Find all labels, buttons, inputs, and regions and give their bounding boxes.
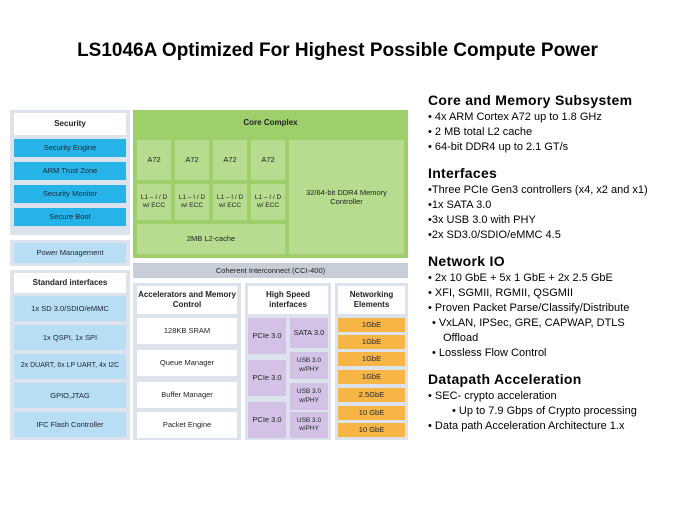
- packet-engine-block: Packet Engine: [137, 412, 237, 438]
- security-monitor-block: Security Monitor: [14, 185, 126, 203]
- gbe-10-block-2: 10 GbE: [338, 423, 405, 437]
- section-network-io: Network IO • 2x 10 GbE + 5x 1 GbE + 2x 2…: [428, 253, 673, 361]
- sd-sdio-emmc-block: 1x SD 3.0/SDIO/eMMC: [14, 296, 126, 321]
- queue-manager-block: Queue Manager: [137, 350, 237, 376]
- sub-bullet: • Up to 7.9 Gbps of Crypto processing: [452, 405, 637, 417]
- core-complex-header: Core Complex: [243, 118, 298, 128]
- l1-cache-4: L1 – I / D w/ ECC: [251, 184, 285, 220]
- sub-bullet: • Lossless Flow Control: [432, 347, 547, 359]
- security-header: Security: [14, 113, 126, 135]
- gbe-block-2: 1GbE: [338, 335, 405, 349]
- section-core-memory: Core and Memory Subsystem • 4x ARM Corte…: [428, 92, 673, 155]
- bullet: • 64-bit DDR4 up to 2.1 GT/s: [428, 141, 569, 153]
- bullet: •3x USB 3.0 with PHY: [428, 214, 536, 226]
- core-a72-1: A72: [137, 140, 171, 180]
- gbe-block-3: 1GbE: [338, 352, 405, 366]
- memory-controller-block: 32/64-bit DDR4 Memory Controller: [289, 140, 404, 254]
- bullet: •2x SD3.0/SDIO/eMMC 4.5: [428, 229, 561, 241]
- standard-interfaces-header: Standard interfaces: [14, 273, 126, 293]
- buffer-manager-block: Buffer Manager: [137, 382, 237, 408]
- pcie-block-1: PCIe 3.0: [248, 318, 286, 354]
- section-title: Interfaces: [428, 165, 498, 181]
- section-title: Network IO: [428, 253, 505, 269]
- gbe-2-5-block: 2.5GbE: [338, 388, 405, 402]
- l1-cache-1: L1 – I / D w/ ECC: [137, 184, 171, 220]
- sub-bullet-continuation: Offload: [443, 332, 479, 344]
- security-engine-block: Security Engine: [14, 139, 126, 157]
- section-interfaces: Interfaces •Three PCIe Gen3 controllers …: [428, 165, 673, 243]
- core-a72-3: A72: [213, 140, 247, 180]
- arm-trust-zone-block: ARM Trust Zone: [14, 162, 126, 180]
- bullet: • 2x 10 GbE + 5x 1 GbE + 2x 2.5 GbE: [428, 272, 613, 284]
- bullet: • XFI, SGMII, RGMII, QSGMII: [428, 287, 574, 299]
- gbe-block-1: 1GbE: [338, 318, 405, 332]
- qspi-spi-block: 1x QSPI, 1x SPI: [14, 325, 126, 350]
- bullet: • SEC- crypto acceleration: [428, 390, 557, 402]
- coherent-interconnect-bar: Coherent Interconnect (CCI-400): [133, 263, 408, 278]
- usb-block-3: USB 3.0 w/PHY: [290, 412, 328, 438]
- pcie-block-2: PCIe 3.0: [248, 360, 286, 396]
- ifc-flash-block: IFC Flash Controller: [14, 412, 126, 437]
- power-management-block: Power Management: [14, 243, 126, 263]
- pcie-block-3: PCIe 3.0: [248, 402, 286, 438]
- bullet: • Data path Acceleration Architecture 1.…: [428, 420, 625, 432]
- usb-block-1: USB 3.0 w/PHY: [290, 352, 328, 379]
- l1-cache-3: L1 – I / D w/ ECC: [213, 184, 247, 220]
- bullet: • 2 MB total L2 cache: [428, 126, 533, 138]
- networking-header: Networking Elements: [338, 286, 405, 314]
- usb-block-2: USB 3.0 w/PHY: [290, 383, 328, 410]
- l1-cache-2: L1 – I / D w/ ECC: [175, 184, 209, 220]
- sram-block: 128KB SRAM: [137, 318, 237, 344]
- l2-cache-block: 2MB L2-cache: [137, 224, 285, 254]
- sata-block: SATA 3.0: [290, 318, 328, 348]
- duart-uart-i2c-block: 2x DUART, 6x LP UART, 4x I2C: [14, 354, 126, 379]
- accelerators-header: Accelerators and Memory Control: [137, 286, 237, 314]
- gbe-10-block-1: 10 GbE: [338, 406, 405, 420]
- section-title: Datapath Acceleration: [428, 371, 582, 387]
- core-a72-2: A72: [175, 140, 209, 180]
- sub-bullet: • VxLAN, IPSec, GRE, CAPWAP, DTLS: [432, 317, 625, 329]
- gpio-jtag-block: GPIO,JTAG: [14, 383, 126, 408]
- gbe-block-4: 1GbE: [338, 370, 405, 384]
- bullet: •Three PCIe Gen3 controllers (x4, x2 and…: [428, 184, 648, 196]
- highspeed-header: High Speed interfaces: [248, 286, 328, 314]
- features-column: Core and Memory Subsystem • 4x ARM Corte…: [428, 92, 673, 434]
- secure-boot-block: Secure Boot: [14, 208, 126, 226]
- core-a72-4: A72: [251, 140, 285, 180]
- section-title: Core and Memory Subsystem: [428, 92, 633, 108]
- section-datapath: Datapath Acceleration • SEC- crypto acce…: [428, 371, 673, 434]
- bullet: • Proven Packet Parse/Classify/Distribut…: [428, 302, 630, 314]
- page-title: LS1046A Optimized For Highest Possible C…: [77, 40, 598, 61]
- bullet: •1x SATA 3.0: [428, 199, 492, 211]
- bullet: • 4x ARM Cortex A72 up to 1.8 GHz: [428, 111, 602, 123]
